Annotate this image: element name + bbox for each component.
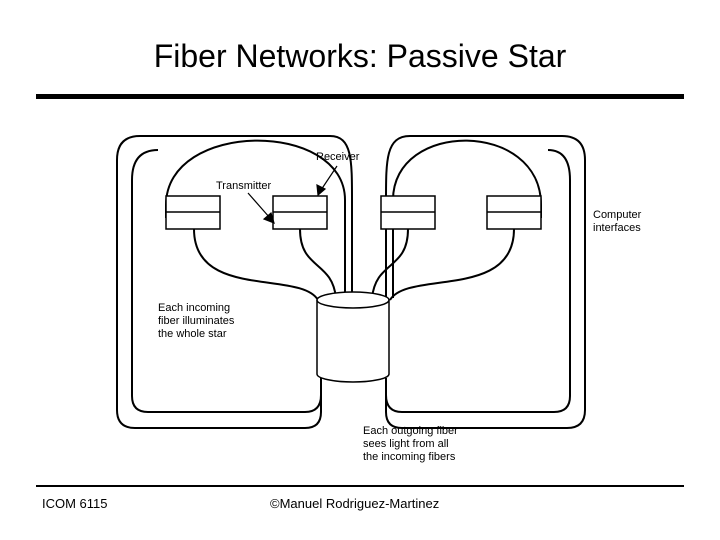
inner-fiber-right <box>392 139 542 298</box>
inner-fiber-left-bottom <box>131 149 322 413</box>
outgoing-label-line1: Each outgoing fiber <box>363 425 458 437</box>
incoming-label-line2: fiber illuminates <box>158 315 235 327</box>
fiber-interface-4 <box>389 228 515 301</box>
fiber-interface-3 <box>371 228 409 299</box>
transmitter-label: Transmitter <box>216 180 272 192</box>
transmitter-arrowhead <box>262 211 275 225</box>
outgoing-label-line2: sees light from all <box>363 438 449 450</box>
receiver-label: Receiver <box>316 151 360 163</box>
outer-fiber-left <box>116 135 353 429</box>
inner-fiber-right-bottom <box>385 149 571 413</box>
copyright-notice: ©Manuel Rodriguez-Martinez <box>270 496 440 511</box>
fiber-interface-1 <box>193 228 319 301</box>
receiver-arrowhead <box>316 183 327 197</box>
outer-fiber-right <box>385 135 586 429</box>
footer-divider <box>36 485 684 487</box>
title-divider <box>36 94 684 99</box>
incoming-label-line1: Each incoming <box>158 302 230 314</box>
incoming-label-line3: the whole star <box>158 328 227 340</box>
slide-title: Fiber Networks: Passive Star <box>153 38 567 74</box>
fiber-interface-2 <box>299 228 337 299</box>
outgoing-label-line3: the incoming fibers <box>363 451 456 463</box>
inner-fiber-left <box>165 139 346 298</box>
computer-interfaces-label-line1: Computer <box>593 209 642 221</box>
course-code: ICOM 6115 <box>42 496 108 511</box>
computer-interfaces-label-line2: interfaces <box>593 222 641 234</box>
passive-star-cylinder <box>316 291 390 383</box>
